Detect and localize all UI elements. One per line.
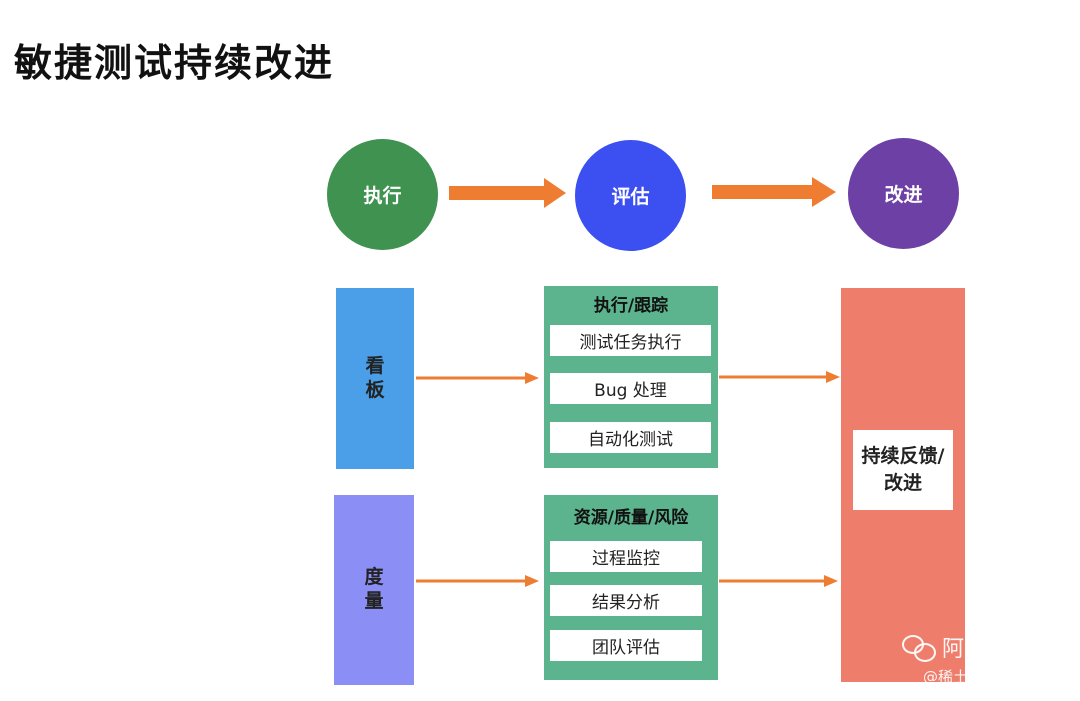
page-title: 敏捷测试持续改进 xyxy=(14,41,335,85)
watermark-sub: @稀土掘金技术社区 xyxy=(922,668,1058,686)
risk-panel: 资源/质量/风险 过程监控 结果分析 团队评估 xyxy=(544,495,718,680)
arrow-eval-to-improve xyxy=(712,177,836,207)
kanban-box: 看板 xyxy=(336,288,414,469)
track-item: 自动化测试 xyxy=(550,422,711,453)
risk-panel-title: 资源/质量/风险 xyxy=(573,508,689,528)
metric-label: 度量 xyxy=(364,566,384,612)
arrow-exec-to-eval xyxy=(449,178,566,208)
step-evaluate: 评估 xyxy=(575,140,686,251)
risk-item: 过程监控 xyxy=(550,541,702,572)
feedback-box: 持续反馈/改进 xyxy=(841,288,965,682)
arrow-risk-to-feedback xyxy=(719,575,838,587)
arrow-metric-to-risk xyxy=(416,575,539,587)
wechat-icon xyxy=(901,633,936,662)
watermark: 阿萨聊测试 xyxy=(901,631,1052,663)
risk-item: 团队评估 xyxy=(550,630,702,661)
arrow-track-to-feedback xyxy=(719,371,840,383)
feedback-card: 持续反馈/改进 xyxy=(853,430,953,510)
step-evaluate-label: 评估 xyxy=(611,186,650,208)
metric-box: 度量 xyxy=(334,495,414,685)
kanban-label: 看板 xyxy=(365,354,385,401)
track-panel: 执行/跟踪 测试任务执行 Bug 处理 自动化测试 xyxy=(544,286,718,468)
step-execute-label: 执行 xyxy=(363,185,402,207)
step-improve-label: 改进 xyxy=(884,184,923,206)
risk-item: 结果分析 xyxy=(550,585,702,616)
watermark-main: 阿萨聊测试 xyxy=(941,637,1052,662)
step-improve: 改进 xyxy=(848,138,959,249)
track-panel-title: 执行/跟踪 xyxy=(593,296,669,316)
step-execute: 执行 xyxy=(327,139,438,250)
track-item: Bug 处理 xyxy=(550,373,711,404)
feedback-label: 持续反馈/改进 xyxy=(861,445,945,494)
track-item: 测试任务执行 xyxy=(550,325,711,356)
arrow-kanban-to-track xyxy=(416,372,539,384)
